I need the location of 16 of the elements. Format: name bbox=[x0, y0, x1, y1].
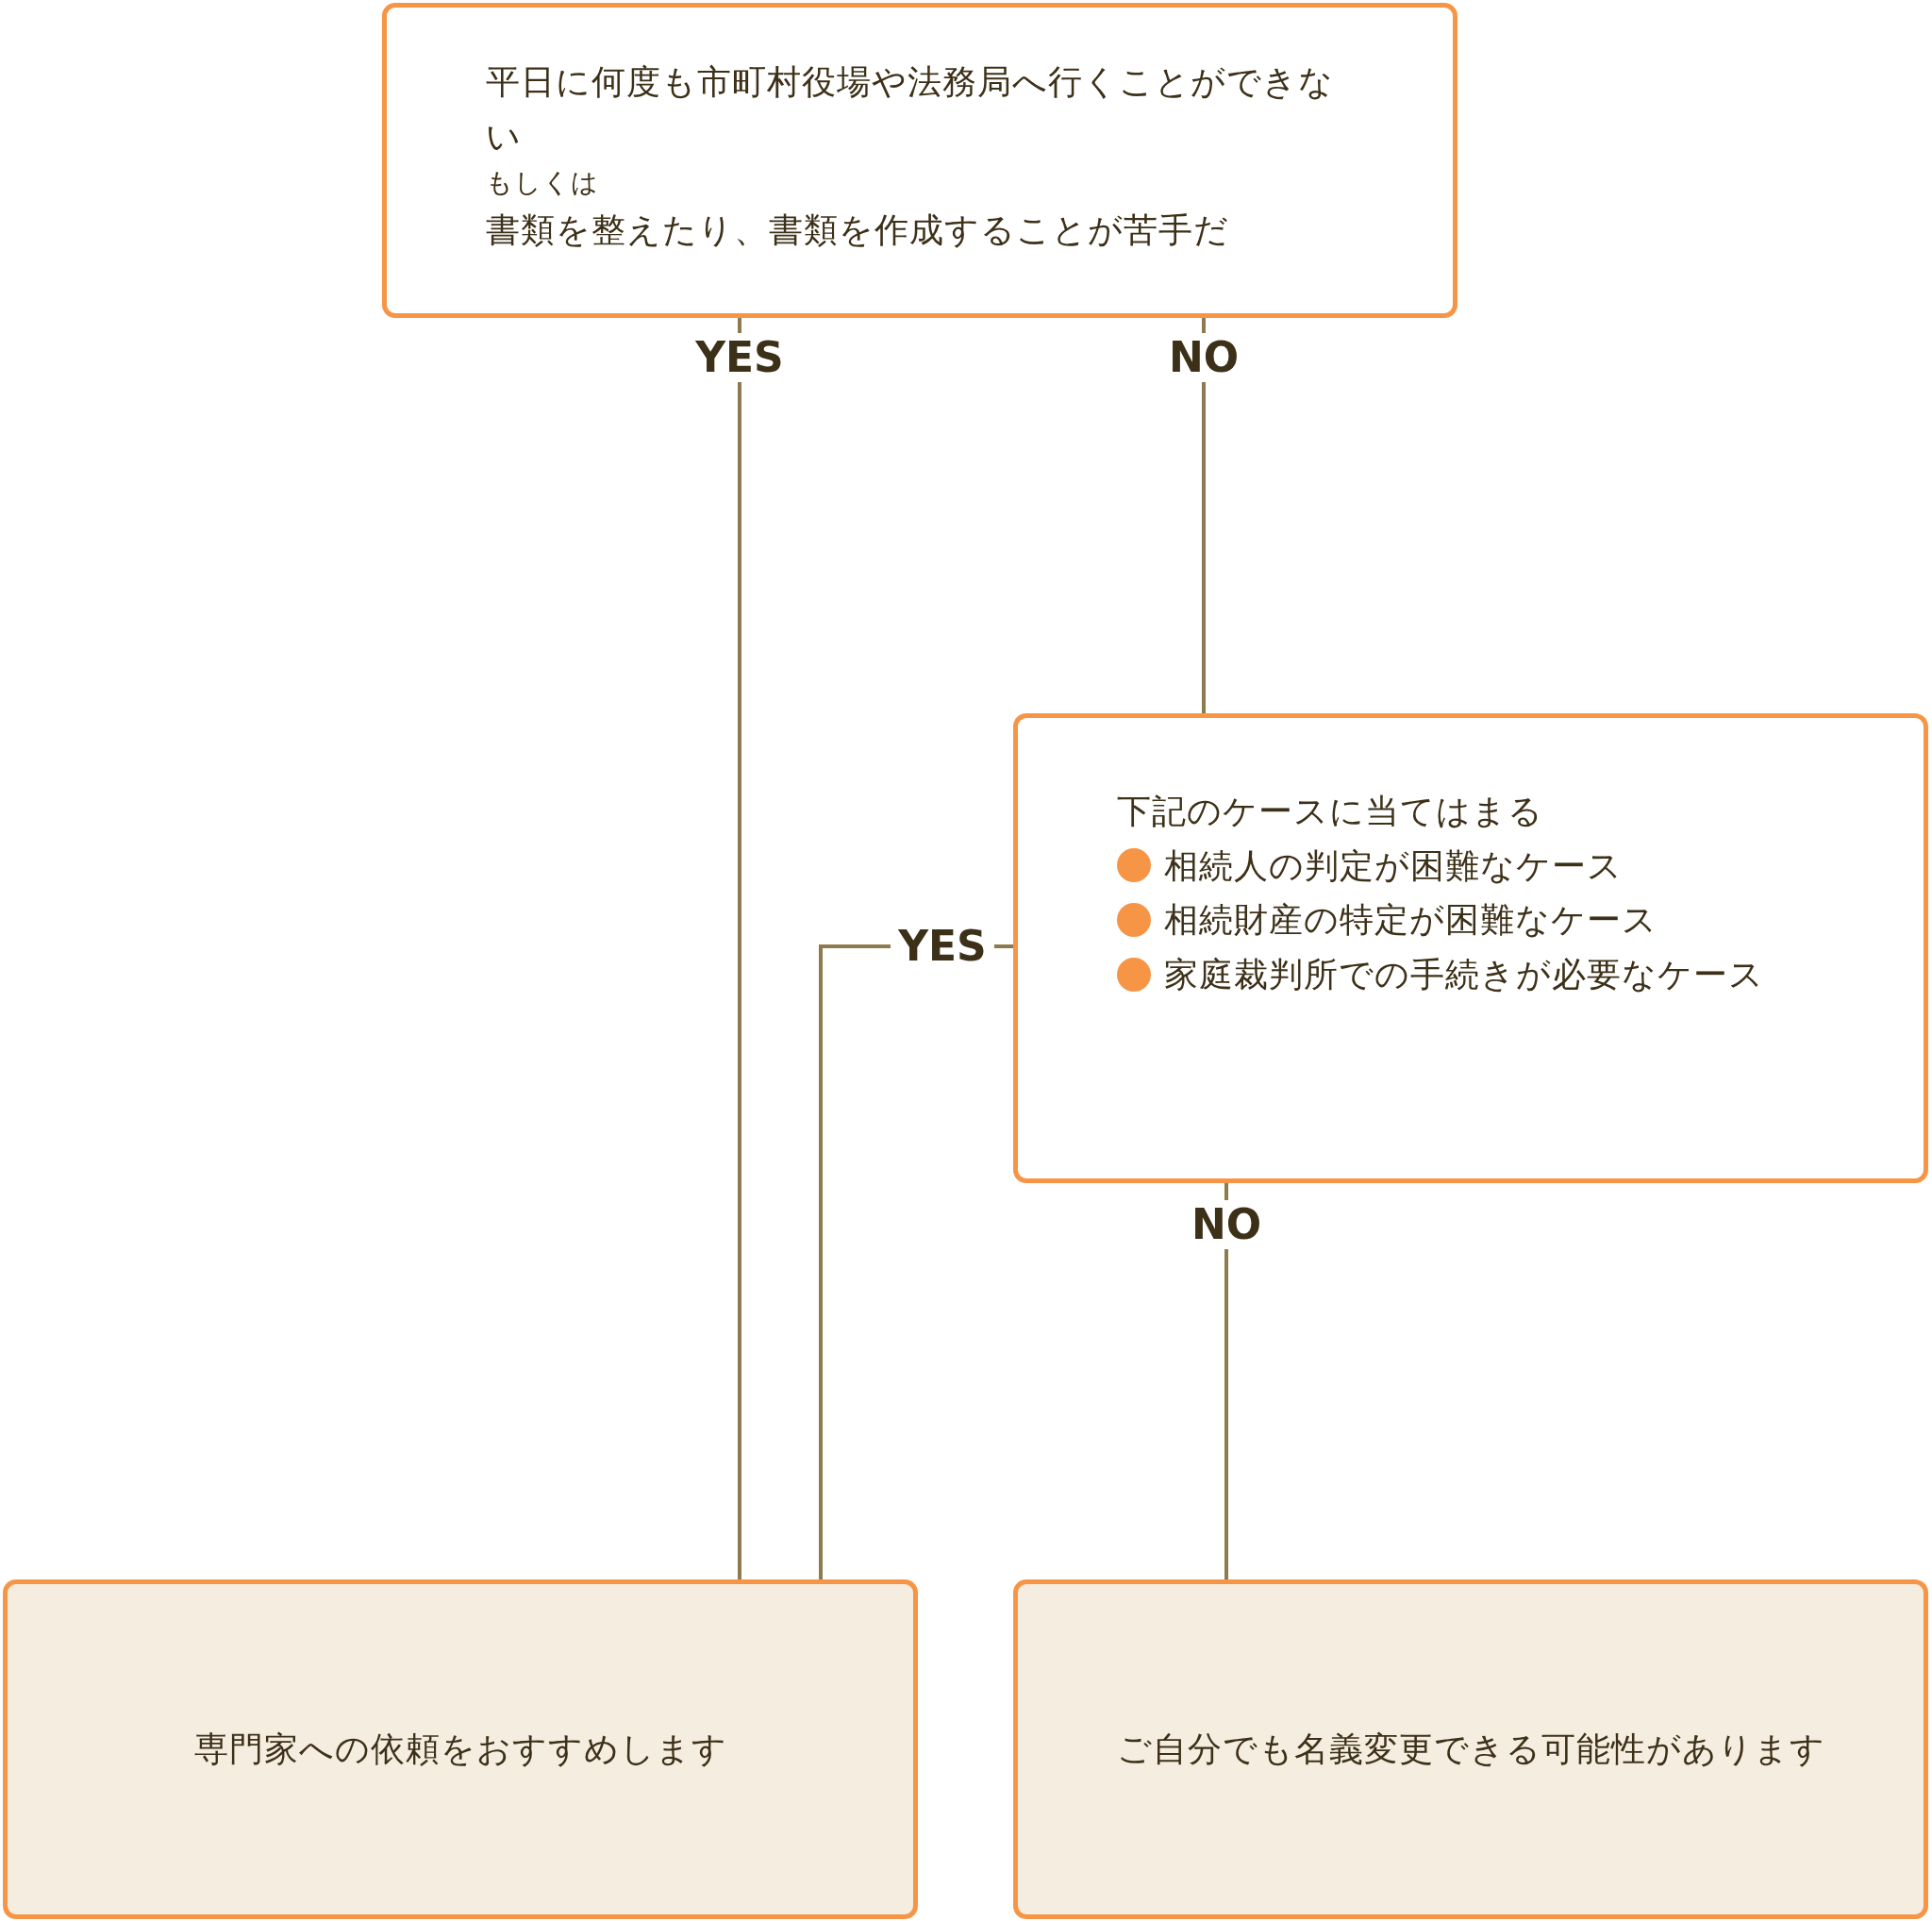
result-text: 専門家への依頼をおすすめします bbox=[193, 1729, 727, 1771]
question-box bbox=[1013, 713, 1928, 1183]
result-box bbox=[3, 1579, 918, 1919]
question-text: もしくは bbox=[486, 166, 599, 201]
result-text: ご自分でも名義変更できる可能性があります bbox=[1116, 1729, 1825, 1771]
result-box bbox=[1013, 1579, 1928, 1919]
connector-line bbox=[1202, 318, 1206, 713]
list-item-text: 家庭裁判所での手続きが必要なケース bbox=[1164, 953, 1764, 995]
connector-line bbox=[1224, 1183, 1228, 1579]
list-item-text: 相続財産の特定が困難なケース bbox=[1164, 899, 1657, 942]
question-text: 平日に何度も市町村役場や法務局へ行くことができない bbox=[486, 61, 1335, 158]
list-item-text: 相続人の判定が困難なケース bbox=[1164, 844, 1623, 887]
question-box bbox=[382, 3, 1457, 318]
question-text: 下記のケースに当てはまる bbox=[1117, 791, 1543, 832]
connector-line bbox=[738, 318, 741, 1579]
question-text: 書類を整えたり、書類を作成することが苦手だ bbox=[486, 209, 1229, 252]
